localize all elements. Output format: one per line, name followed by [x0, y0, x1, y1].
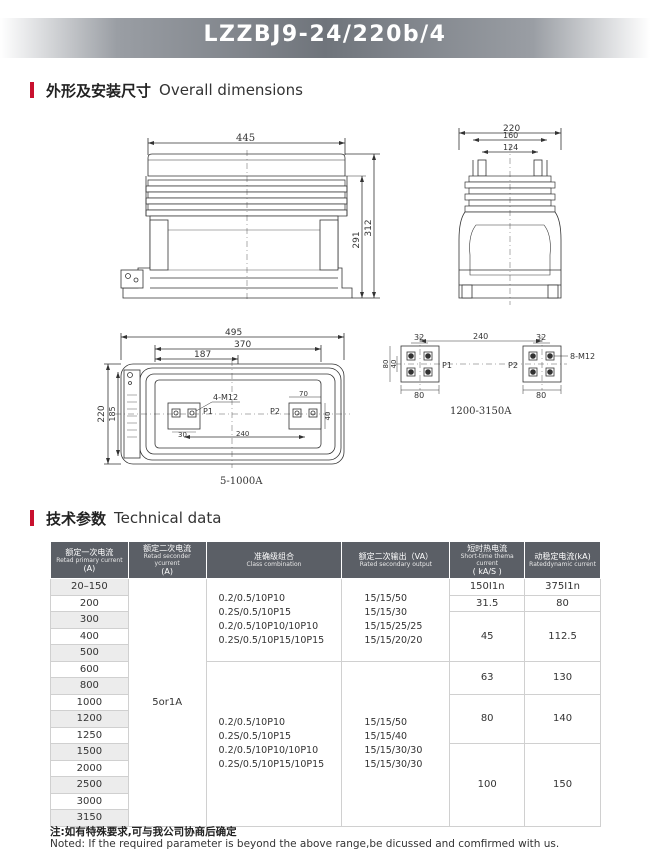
primary-current-cell: 1200 [50, 710, 129, 728]
primary-current-cell: 3150 [50, 809, 129, 827]
dim-top-half: 187 [194, 350, 211, 360]
thermal-cell: 80 [449, 693, 526, 744]
page-title: LZZBJ9-24/220b/4 [203, 22, 447, 47]
section-technical: 技术参数 Technical data [30, 508, 221, 528]
section-dimensions: 外形及安装尺寸 Overall dimensions [30, 80, 303, 100]
primary-current-cell: 200 [50, 594, 129, 612]
table-row: 1500 100 150 [50, 743, 601, 827]
primary-current-cell: 3000 [50, 792, 129, 810]
primary-current-cell: 20–150 [50, 578, 129, 596]
section-title-en: Technical data [114, 509, 222, 527]
thermal-cell: 150I1n [449, 578, 526, 596]
section-title-zh: 外形及安装尺寸 [46, 81, 152, 100]
thermal-cell: 31.5 [449, 594, 526, 612]
dynamic-cell: 375I1n [524, 578, 601, 596]
dim-term-80a: 80 [414, 391, 424, 400]
primary-current-cell: 600 [50, 660, 129, 678]
section-marker [30, 82, 34, 98]
terminal-caption: 1200-3150A [450, 406, 512, 417]
dim-side-mid: 160 [503, 131, 518, 140]
primary-current-cell: 1000 [50, 693, 129, 711]
term-bolt-label: 8-M12 [570, 352, 595, 361]
table-row: 1250 [50, 726, 601, 744]
dim-side-outer: 220 [503, 124, 520, 134]
dim-front-height-total: 312 [364, 219, 374, 236]
dim-top-inner-height: 185 [108, 406, 117, 421]
table-row: 800 [50, 677, 601, 695]
dim-top-height: 220 [97, 405, 107, 422]
thermal-cell: 100 [449, 743, 526, 827]
primary-current-cell: 2500 [50, 776, 129, 794]
section-title-zh: 技术参数 [46, 509, 107, 528]
dim-term-32b: 32 [536, 333, 546, 342]
primary-current-cell: 1500 [50, 743, 129, 761]
section-marker [30, 510, 34, 526]
primary-current-cell: 1250 [50, 726, 129, 744]
table-row: 2000 [50, 759, 601, 777]
dynamic-cell: 140 [524, 693, 601, 744]
secondary-current-cell: 5or1A [127, 578, 207, 827]
dim-side-inner: 124 [503, 143, 518, 152]
dim-top-30: 30 [178, 431, 187, 439]
top-p1-label: P1 [203, 407, 213, 416]
dynamic-cell: 150 [524, 743, 601, 827]
dynamic-cell: 112.5 [524, 611, 601, 662]
section-title-en: Overall dimensions [159, 81, 303, 99]
top-view-caption: 5-1000A [220, 476, 263, 487]
term-p2-label: P2 [508, 361, 518, 370]
primary-current-cell: 400 [50, 627, 129, 645]
note-chinese: 注:如有特殊要求,可与我公司协商后确定 [50, 826, 237, 838]
primary-current-cell: 500 [50, 644, 129, 662]
terminal-detail [389, 336, 568, 394]
dim-term-80b: 80 [536, 391, 546, 400]
dim-front-height-inner: 291 [352, 231, 362, 248]
dim-front-width: 445 [236, 133, 255, 144]
term-p1-label: P1 [442, 361, 452, 370]
top-bolt-label: 4-M12 [213, 393, 238, 402]
header-dynamic-current: 动稳定电流(kA)Rateddynamic current [524, 541, 601, 579]
top-p2-label: P2 [270, 407, 280, 416]
front-view [120, 138, 380, 300]
dim-top-240: 240 [236, 430, 249, 438]
primary-current-cell: 300 [50, 611, 129, 629]
dim-term-40v: 40 [390, 360, 398, 369]
primary-current-cell: 2000 [50, 759, 129, 777]
technical-drawing: 445 291 312 [97, 124, 595, 487]
thermal-cell: 63 [449, 660, 526, 695]
primary-current-cell: 800 [50, 677, 129, 695]
dim-top-70: 70 [299, 390, 308, 398]
dynamic-cell: 80 [524, 594, 601, 612]
side-view [458, 128, 562, 305]
table-row: 200 31.5 80 [50, 594, 601, 612]
dim-top-total: 495 [225, 328, 242, 338]
dim-term-32a: 32 [414, 333, 424, 342]
dim-top-base: 370 [234, 340, 251, 350]
table-row: 3150 [50, 809, 601, 827]
header-secondary-output: 额定二次输出（VA）Rated secondary output [341, 541, 451, 579]
thermal-cell: 45 [449, 611, 526, 662]
dim-top-40: 40 [324, 412, 332, 421]
dynamic-cell: 130 [524, 660, 601, 695]
dim-term-240: 240 [473, 332, 488, 341]
note-english: Noted: If the required parameter is beyo… [50, 838, 560, 850]
table-row: 3000 [50, 792, 601, 810]
table-row: 300 45 112.5 [50, 611, 601, 662]
top-view [104, 333, 350, 468]
dim-term-80v: 80 [382, 360, 390, 369]
title-banner [0, 18, 650, 58]
